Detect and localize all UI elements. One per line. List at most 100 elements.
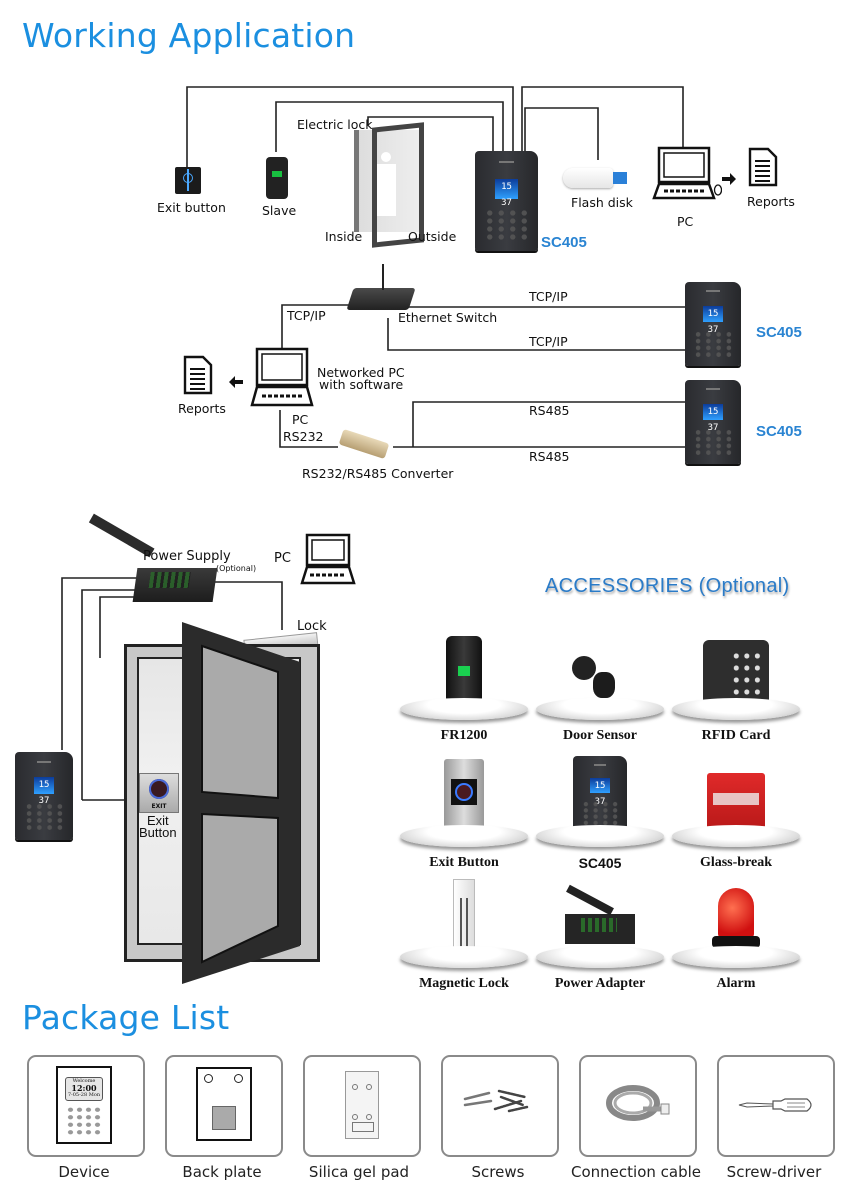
slave-reader-device (266, 157, 288, 199)
device-screen: 15 37 (495, 179, 518, 208)
accessory-name: Magnetic Lock (419, 976, 509, 991)
magnetic-lock-icon (453, 879, 475, 959)
alarm-icon (718, 888, 754, 938)
accessory-name: FR1200 (440, 728, 488, 743)
device-screen: 15 37 (702, 305, 724, 335)
wire-exit-button (186, 86, 514, 167)
package-label-connection-cable: Connection cable (571, 1163, 701, 1181)
device-screen-time: 12:00 (71, 1083, 97, 1093)
accessory-name: Alarm (716, 976, 756, 991)
door-leaf (182, 622, 300, 984)
rs485-top-label: RS485 (529, 403, 570, 418)
sc405-device-tcpip: 15 37 (685, 282, 741, 366)
device-screen-welcome: Welcome (72, 1078, 96, 1084)
reports-label-top: Reports (747, 194, 795, 209)
pc-label-top: PC (677, 214, 694, 229)
pc-icon (652, 146, 722, 200)
screwdriver-icon (738, 1098, 812, 1112)
exit-button-label: Exit button (157, 200, 226, 215)
wire-rs485-a (412, 401, 685, 447)
accessory-glass-break: Glass-break (672, 753, 800, 873)
optional-label: (Optional) (216, 564, 257, 573)
device-screen: 15 37 (590, 777, 610, 807)
accessory-exit-button: Exit Button (400, 753, 528, 873)
tcpip-bottom-label: TCP/IP (529, 334, 568, 349)
package-item-connection-cable (579, 1055, 697, 1157)
package-label-silica-gel-pad: Silica gel pad (308, 1163, 410, 1181)
accessory-name: Exit Button (429, 855, 499, 870)
accessory-fr1200: FR1200 (400, 626, 528, 746)
package-item-device: Welcome 12:00 7-05-28 Mon (27, 1055, 145, 1157)
tcpip-left-label: TCP/IP (287, 308, 326, 323)
electric-lock-label: Electric lock (297, 117, 373, 132)
sc405-device-main: 15 37 (475, 151, 538, 251)
accessory-magnetic-lock: Magnetic Lock (400, 874, 528, 994)
lock-label: Lock (297, 619, 327, 634)
rfid-keypad-icon (703, 640, 769, 706)
exit-plate-text: EXIT (151, 803, 167, 810)
wire-electric-lock (367, 116, 494, 152)
sc405-icon: 15 37 (573, 756, 627, 834)
rs232-label: RS232 (283, 429, 324, 444)
accessory-name: Power Adapter (554, 976, 646, 991)
wire-switch-device1-b (387, 318, 685, 351)
wire-pc-switch (281, 304, 350, 350)
arrow-right-icon (722, 173, 736, 185)
accessories-title: ACCESSORIES (Optional) (545, 575, 790, 597)
sc405-device-rs485: 15 37 (685, 380, 741, 464)
glass-break-icon (707, 773, 765, 831)
accessory-name: SC405 (578, 855, 622, 871)
back-plate-icon (196, 1067, 252, 1141)
wire-door-device-1 (61, 577, 140, 750)
pc-icon-door (300, 533, 356, 585)
door-sensor-icon (572, 656, 596, 680)
sc405-label-tcpip: SC405 (756, 324, 802, 341)
package-label-back-plate: Back plate (182, 1163, 262, 1181)
package-list-title: Package List (22, 998, 230, 1037)
pc-label-door: PC (274, 551, 291, 566)
accessory-name: RFID Card (701, 728, 771, 743)
wire-door-device-2 (81, 589, 140, 800)
package-item-silica-gel-pad (303, 1055, 421, 1157)
networked-pc-icon (250, 347, 314, 407)
power-supply-box (132, 568, 218, 602)
screws-icon (463, 1089, 529, 1113)
outside-label: Outside (408, 229, 457, 244)
converter-label: RS232/RS485 Converter (302, 466, 454, 481)
fr1200-icon (446, 636, 482, 704)
pc-label-network: PC (292, 412, 309, 427)
wire-flash-disk (524, 107, 599, 160)
arrow-left-icon (229, 376, 243, 388)
exit-button-plate: EXIT (139, 773, 179, 813)
wire-door-device-3 (99, 596, 140, 658)
exit-button-icon (444, 759, 484, 833)
wire-slave (275, 101, 504, 152)
package-item-screw-driver (717, 1055, 835, 1157)
inside-label: Inside (325, 229, 363, 244)
power-adapter-icon (565, 914, 635, 944)
device-outline-icon: Welcome 12:00 7-05-28 Mon (56, 1066, 112, 1144)
alarm-base (712, 936, 760, 948)
package-label-device: Device (58, 1163, 110, 1181)
rs485-bottom-label: RS485 (529, 449, 570, 464)
sc405-label-main: SC405 (541, 234, 587, 251)
with-software-label: with software (319, 377, 404, 392)
silica-gel-pad-icon (345, 1071, 379, 1139)
reports-icon-network (183, 355, 213, 395)
accessory-name: Glass-break (699, 855, 773, 870)
wiring-diagram (61, 86, 736, 801)
ethernet-switch-label: Ethernet Switch (398, 310, 498, 325)
door-illustration (354, 130, 419, 232)
exit-button-device (175, 167, 201, 194)
flash-disk-label: Flash disk (571, 195, 633, 210)
door-button-label: Button (139, 825, 177, 840)
package-label-screw-driver: Screw-driver (726, 1163, 822, 1181)
door-sensor-part (593, 672, 615, 698)
accessory-power-adapter: Power Adapter (536, 874, 664, 994)
device-screen-date: 7-05-28 Mon (67, 1092, 101, 1098)
power-adapter-lid (566, 884, 614, 916)
tcpip-top-label: TCP/IP (529, 289, 568, 304)
sc405-device-door: 15 37 (15, 752, 73, 840)
switch-antenna (382, 264, 384, 290)
device-screen: 15 37 (33, 776, 55, 806)
